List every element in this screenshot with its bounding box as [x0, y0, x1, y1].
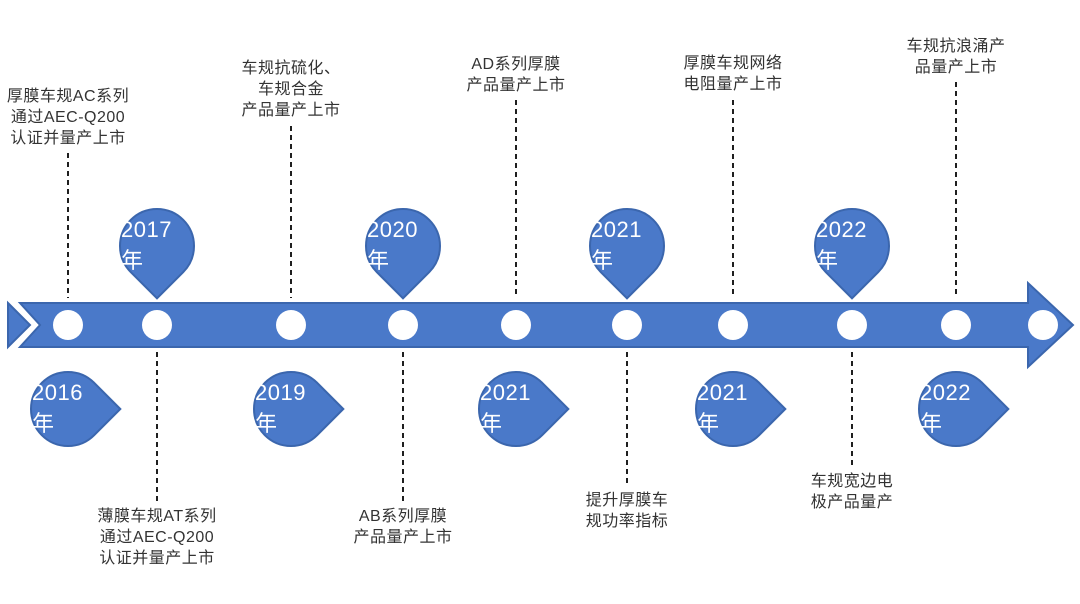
arrow-body-icon — [17, 280, 1075, 370]
year-text: 2022年 — [816, 217, 867, 273]
year-text: 2022年 — [920, 380, 971, 436]
year-text: 2016年 — [31, 380, 83, 436]
timeline-node — [1028, 310, 1058, 340]
timeline-node — [837, 310, 867, 340]
milestone-label: 提升厚膜车 规功率指标 — [585, 492, 669, 530]
connector-line — [732, 100, 734, 298]
milestone-label: AD系列厚膜 产品量产上市 — [466, 56, 566, 94]
connector-line — [67, 153, 69, 298]
connector-line — [626, 352, 628, 486]
timeline-node — [941, 310, 971, 340]
milestone-label: 厚膜车规AC系列 通过AEC-Q200 认证并量产上市 — [6, 88, 130, 147]
milestone-label: 厚膜车规网络 电阻量产上市 — [683, 55, 783, 93]
timeline-node — [388, 310, 418, 340]
year-text: 2019年 — [255, 380, 306, 436]
year-text: 2021年 — [697, 380, 748, 436]
connector-line — [851, 352, 853, 467]
year-text: 2020年 — [367, 217, 418, 273]
connector-line — [515, 100, 517, 298]
milestone-label: 车规抗硫化、 车规合金 产品量产上市 — [241, 60, 341, 119]
connector-line — [290, 126, 292, 298]
timeline-node — [501, 310, 531, 340]
milestone-label: 车规宽边电 极产品量产 — [810, 473, 894, 511]
year-text: 2017年 — [121, 217, 172, 273]
arrow-tail-chevron-icon — [7, 300, 32, 350]
connector-line — [955, 82, 957, 298]
milestone-label: 车规抗浪涌产 品量产上市 — [906, 38, 1006, 76]
year-text: 2021年 — [591, 217, 642, 273]
timeline-node — [142, 310, 172, 340]
milestone-label: AB系列厚膜 产品量产上市 — [353, 508, 453, 546]
connector-line — [402, 352, 404, 502]
timeline-node — [718, 310, 748, 340]
year-text: 2021年 — [480, 380, 531, 436]
milestone-label: 薄膜车规AT系列 通过AEC-Q200 认证并量产上市 — [97, 508, 217, 567]
timeline-node — [276, 310, 306, 340]
timeline-node — [53, 310, 83, 340]
connector-line — [156, 352, 158, 502]
timeline-node — [612, 310, 642, 340]
